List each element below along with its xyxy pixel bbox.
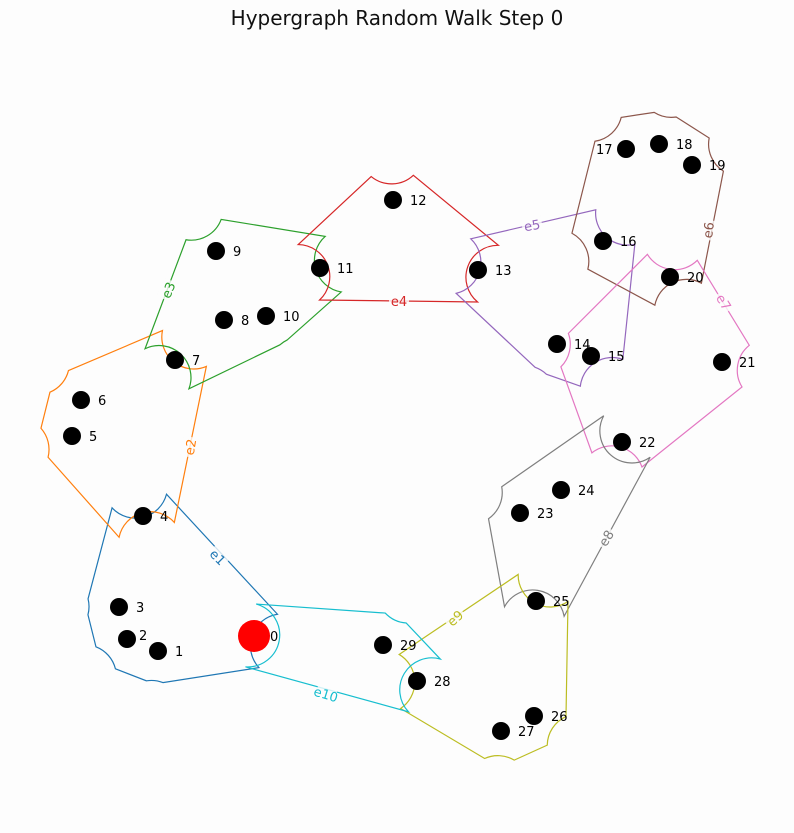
hyperedge-label-text: e4 <box>391 295 407 310</box>
node-14[interactable] <box>548 335 566 353</box>
node-label: 19 <box>709 159 726 174</box>
node-7[interactable] <box>166 351 184 369</box>
hyperedge-label-e1: e1 <box>206 544 231 569</box>
hyperedge-e6 <box>571 111 725 307</box>
node-28[interactable] <box>408 672 426 690</box>
diagram-title: Hypergraph Random Walk Step 0 <box>230 6 564 30</box>
node-label: 26 <box>551 710 568 725</box>
hyperedge-e10 <box>245 603 443 713</box>
node-label: 15 <box>608 350 625 365</box>
node-label: 6 <box>98 394 106 409</box>
node-2[interactable] <box>118 630 136 648</box>
node-label: 22 <box>639 436 656 451</box>
node-label: 10 <box>283 310 300 325</box>
node-29[interactable] <box>374 636 392 654</box>
node-13[interactable] <box>469 261 487 279</box>
node-label: 7 <box>192 354 200 369</box>
node-8[interactable] <box>215 311 233 329</box>
current-walker-node[interactable] <box>238 620 270 652</box>
node-22[interactable] <box>613 433 631 451</box>
node-label: 2 <box>139 629 147 644</box>
node-17[interactable] <box>617 140 635 158</box>
node-label: 5 <box>89 430 97 445</box>
node-label: 18 <box>676 138 693 153</box>
hyperedge-label-e5: e5 <box>520 215 544 236</box>
hyperedge-label-e10: e10 <box>312 683 340 707</box>
node-23[interactable] <box>511 504 529 522</box>
node-12[interactable] <box>384 191 402 209</box>
hyperedge-label-text: e10 <box>312 685 340 707</box>
node-label: 12 <box>410 194 427 209</box>
node-label: 29 <box>400 639 417 654</box>
hyperedge-label-e6: e6 <box>698 218 718 241</box>
node-27[interactable] <box>492 722 510 740</box>
node-3[interactable] <box>110 598 128 616</box>
hyperedge-label-e2: e2 <box>180 435 201 459</box>
node-label: 28 <box>434 675 451 690</box>
node-label: 1 <box>175 645 183 660</box>
node-label: 17 <box>596 143 613 158</box>
node-25[interactable] <box>527 592 545 610</box>
node-15[interactable] <box>582 347 600 365</box>
node-label: 20 <box>687 271 704 286</box>
node-label: 11 <box>337 262 354 277</box>
node-label: 3 <box>136 601 144 616</box>
hyperedge-label-e8: e8 <box>593 525 618 551</box>
node-9[interactable] <box>207 242 225 260</box>
node-label: 4 <box>160 510 168 525</box>
node-6[interactable] <box>72 391 90 409</box>
node-label: 27 <box>518 725 535 740</box>
hyperedge-label-text: e5 <box>523 218 542 236</box>
node-label: 13 <box>495 264 512 279</box>
node-18[interactable] <box>650 135 668 153</box>
nodes-layer <box>63 135 731 740</box>
node-label: 9 <box>233 245 241 260</box>
hyperedge-label-text: e6 <box>701 221 718 239</box>
hyperedge-label-e4: e4 <box>389 293 409 310</box>
hyperedge-label-e7: e7 <box>712 289 737 315</box>
hyperedge-label-text: e7 <box>712 292 733 314</box>
hyperedge-label-text: e1 <box>206 547 228 569</box>
hyperedge-labels-layer: e1 e2 e3 e4 e5 e6 e7 e8 e9 e10 <box>156 215 737 707</box>
node-label: 21 <box>739 356 756 371</box>
hyperedge-label-e9: e9 <box>442 605 468 630</box>
node-5[interactable] <box>63 427 81 445</box>
hyperedge-label-text: e2 <box>183 438 201 457</box>
hyperedge-label-text: e8 <box>597 528 618 550</box>
node-4[interactable] <box>134 507 152 525</box>
node-label: 8 <box>241 314 249 329</box>
node-label: 14 <box>574 338 591 353</box>
node-label: 16 <box>620 235 637 250</box>
node-11[interactable] <box>311 259 329 277</box>
node-label: 24 <box>578 484 595 499</box>
node-16[interactable] <box>594 232 612 250</box>
node-26[interactable] <box>525 707 543 725</box>
node-label: 0 <box>270 630 278 645</box>
node-20[interactable] <box>661 268 679 286</box>
hyperedge-label-e3: e3 <box>156 277 179 302</box>
node-24[interactable] <box>552 481 570 499</box>
hyperedge-label-text: e3 <box>159 280 179 301</box>
node-label: 25 <box>553 595 570 610</box>
node-label: 23 <box>537 507 554 522</box>
node-19[interactable] <box>683 156 701 174</box>
node-1[interactable] <box>149 642 167 660</box>
node-21[interactable] <box>713 353 731 371</box>
node-10[interactable] <box>257 307 275 325</box>
